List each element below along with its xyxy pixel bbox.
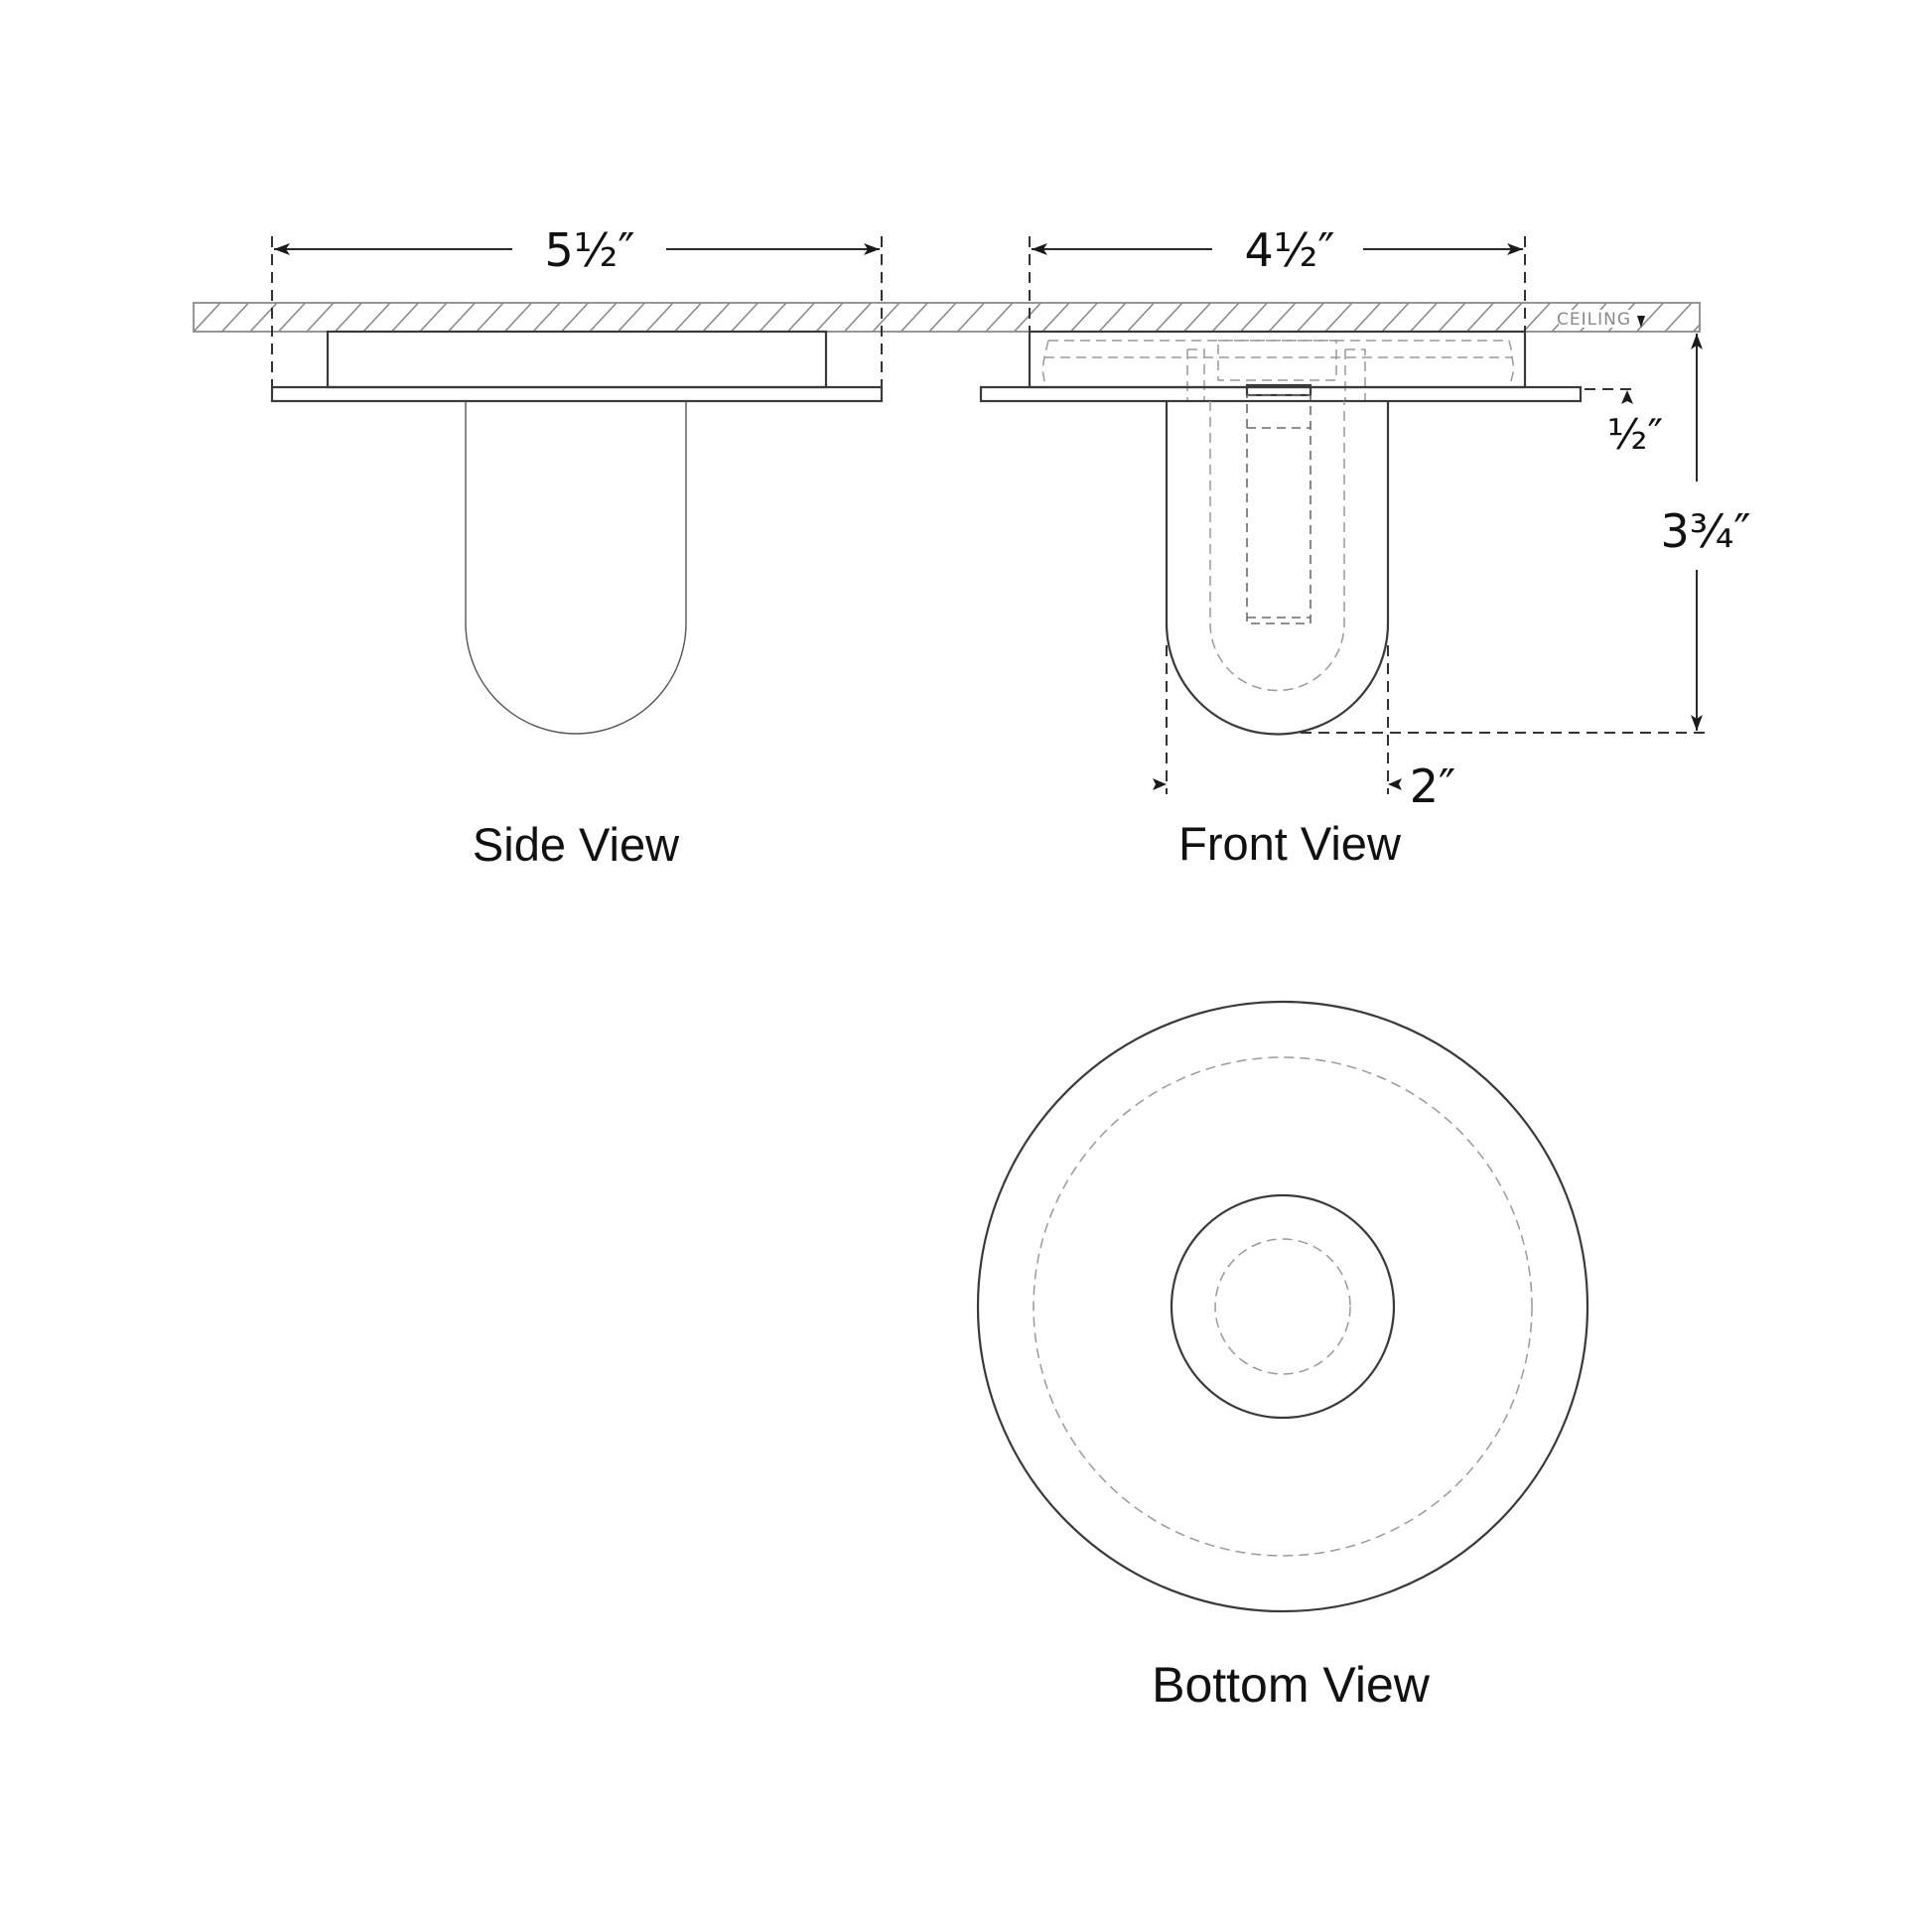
- front-width-dimension: 4½″: [1244, 223, 1334, 277]
- front-view-label: Front View: [1178, 817, 1402, 870]
- ceiling-band: CEILING: [193, 302, 1701, 333]
- front-view: 4½″ 2″ ½″: [979, 223, 1751, 870]
- side-canopy: [326, 330, 828, 389]
- bottom-inner-tube-hidden: [1214, 1238, 1351, 1375]
- bottom-plate-outline: [976, 1000, 1589, 1613]
- arrow-up-icon: [1691, 334, 1703, 349]
- bottom-shade-outline: [1170, 1193, 1396, 1420]
- bottom-canopy-hidden: [1033, 1056, 1533, 1557]
- side-view-label: Side View: [473, 818, 680, 871]
- overall-height-dimension: 3¾″: [1660, 504, 1750, 558]
- front-inner-tube: [1209, 401, 1345, 692]
- arrow-down-icon: [1691, 715, 1703, 731]
- projection-dimension: ½″: [1607, 410, 1663, 459]
- side-shade: [465, 401, 687, 735]
- arrow-right-icon: [864, 243, 880, 255]
- front-lamp-rod: [1246, 394, 1311, 624]
- shade-diameter-dimension: 2″: [1410, 759, 1455, 813]
- front-plate: [979, 385, 1583, 403]
- arrow-left-icon: [274, 243, 290, 255]
- bottom-view-label: Bottom View: [1152, 1657, 1431, 1713]
- side-width-dimension: 5½″: [544, 223, 634, 277]
- ceiling-label: CEILING: [1557, 310, 1631, 330]
- arrow-left-icon: [1032, 243, 1047, 255]
- arrow-up-icon: [1621, 390, 1633, 404]
- arrow-right-icon: [1153, 778, 1167, 790]
- side-view: 5½″ Side View: [270, 223, 884, 871]
- bottom-view: Bottom View: [976, 1000, 1589, 1713]
- front-shade: [1165, 401, 1390, 736]
- side-plate: [270, 385, 884, 403]
- arrow-right-icon: [1507, 243, 1523, 255]
- ceiling-arrow-icon: [1637, 316, 1645, 328]
- arrow-left-icon: [1388, 778, 1402, 790]
